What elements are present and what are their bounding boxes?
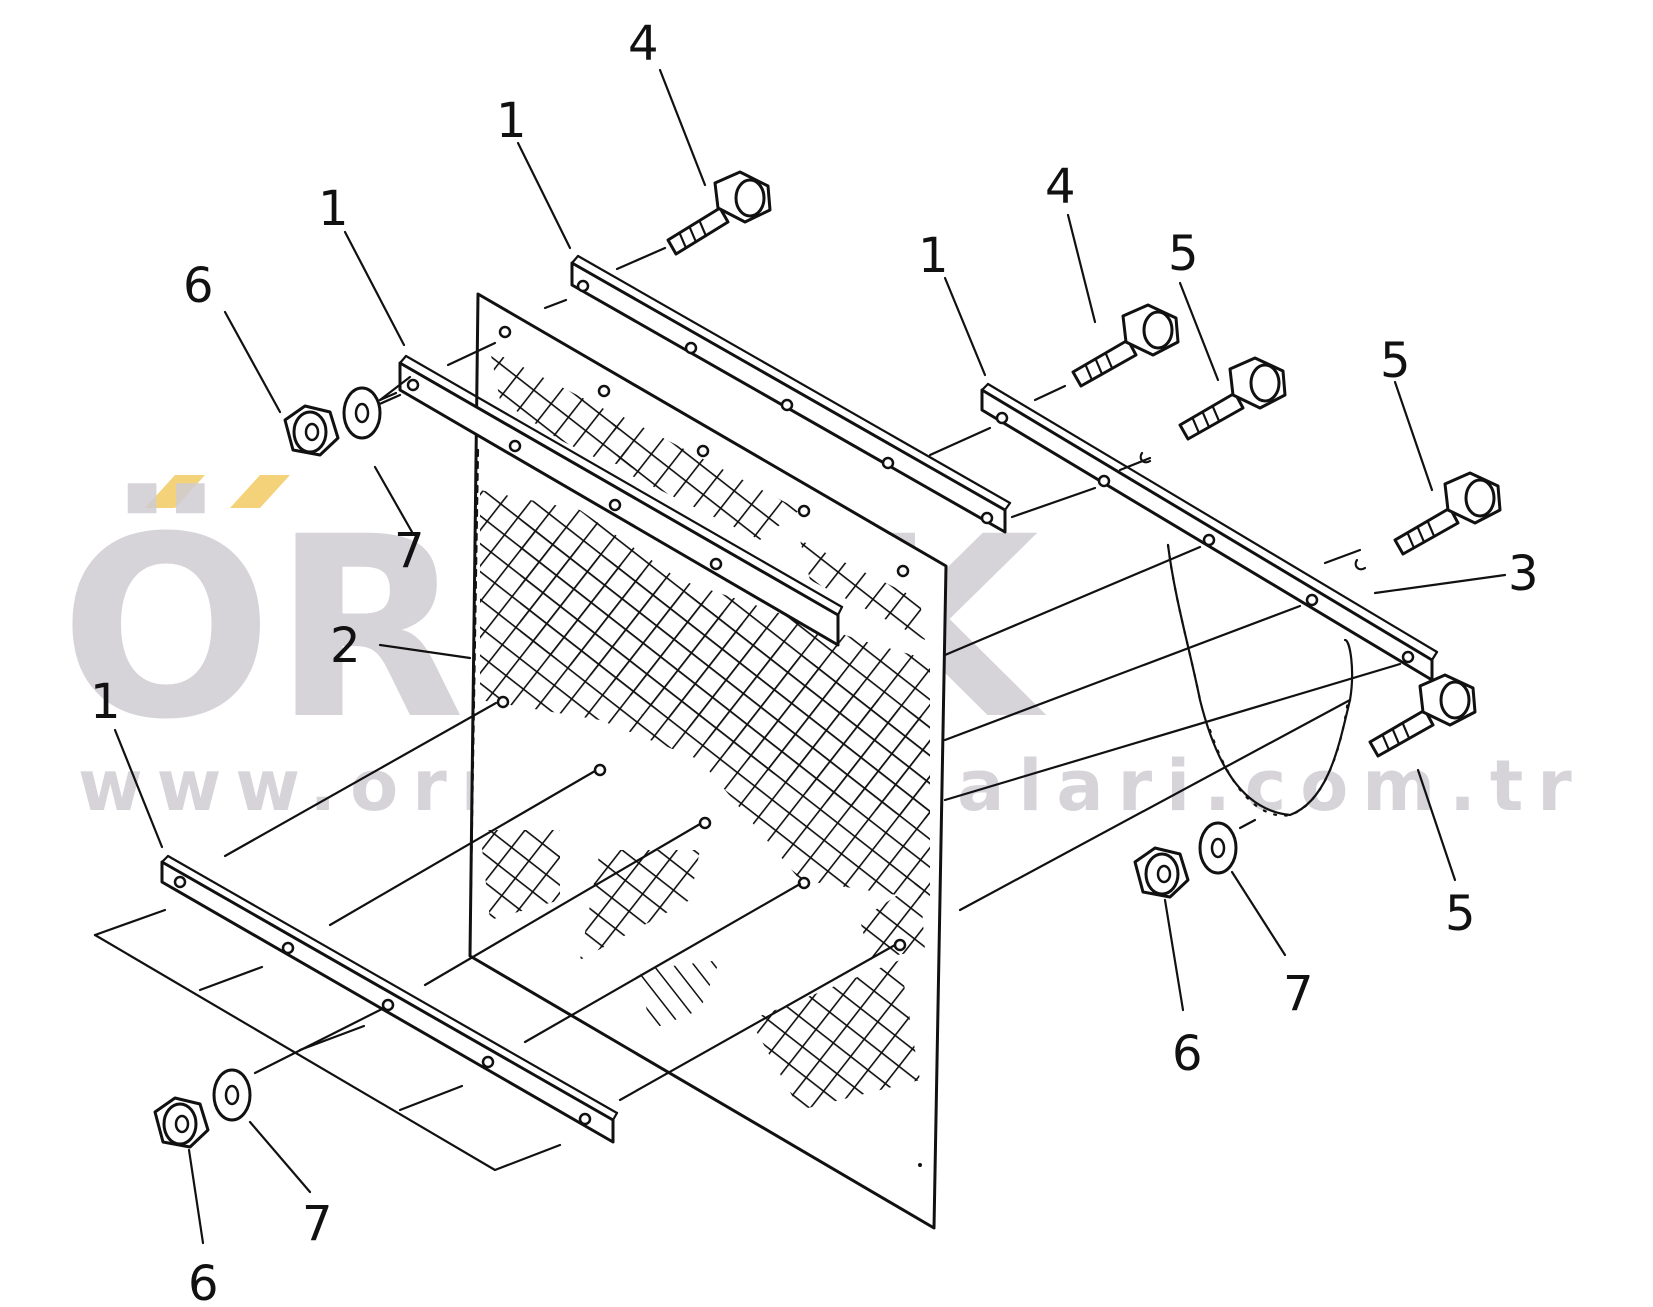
washer-bottom-left: [212, 1068, 252, 1122]
callouts: 1 1 1 1 2 3 4 4 5 5 5 6 6 6 7 7 7: [90, 16, 1539, 1307]
washer-top-left: [342, 386, 382, 440]
callout-2: 2: [330, 618, 361, 674]
mesh-panel: [468, 292, 948, 1230]
strip-top-rear: [570, 254, 1012, 534]
callout-6-top-left: 6: [183, 258, 214, 314]
bolt-right-2: [1178, 356, 1287, 441]
callout-4-top: 4: [628, 16, 659, 72]
watermark-umlaut-left: [145, 475, 205, 508]
bolt-right-1: [1071, 303, 1180, 388]
watermark-umlaut-right: [230, 475, 290, 508]
callout-6-bottom-left: 6: [188, 1256, 219, 1307]
nut-right: [1133, 846, 1190, 899]
chain: [1139, 451, 1367, 817]
callout-7-top-left: 7: [394, 523, 425, 579]
callout-5-right-bottom: 5: [1445, 886, 1476, 942]
leader-lines: [113, 68, 1507, 1245]
callout-6-right: 6: [1172, 1026, 1203, 1082]
bottom-projection-lines: [93, 908, 562, 1172]
washer-right: [1198, 821, 1238, 875]
callout-1-bottom-left: 1: [90, 674, 121, 730]
bolt-right-3: [1393, 471, 1502, 556]
assembly-lines: [223, 246, 1402, 1102]
bolt-right-4: [1368, 673, 1477, 758]
callout-5-right-mid: 5: [1380, 333, 1411, 389]
callout-1-top-left: 1: [318, 181, 349, 237]
bolt-top-center: [666, 170, 772, 256]
strip-bottom: [160, 854, 619, 1144]
strip-top-front: [398, 354, 844, 647]
callout-7-right: 7: [1283, 966, 1314, 1022]
nut-top-left: [283, 404, 340, 457]
nut-bottom-left: [153, 1096, 210, 1149]
callout-5-right-top: 5: [1168, 226, 1199, 282]
callout-3: 3: [1508, 546, 1539, 602]
callout-1-right: 1: [918, 228, 949, 284]
callout-7-bottom-left: 7: [302, 1196, 333, 1252]
callout-4-right: 4: [1045, 159, 1076, 215]
callout-1-top-center: 1: [496, 93, 527, 149]
